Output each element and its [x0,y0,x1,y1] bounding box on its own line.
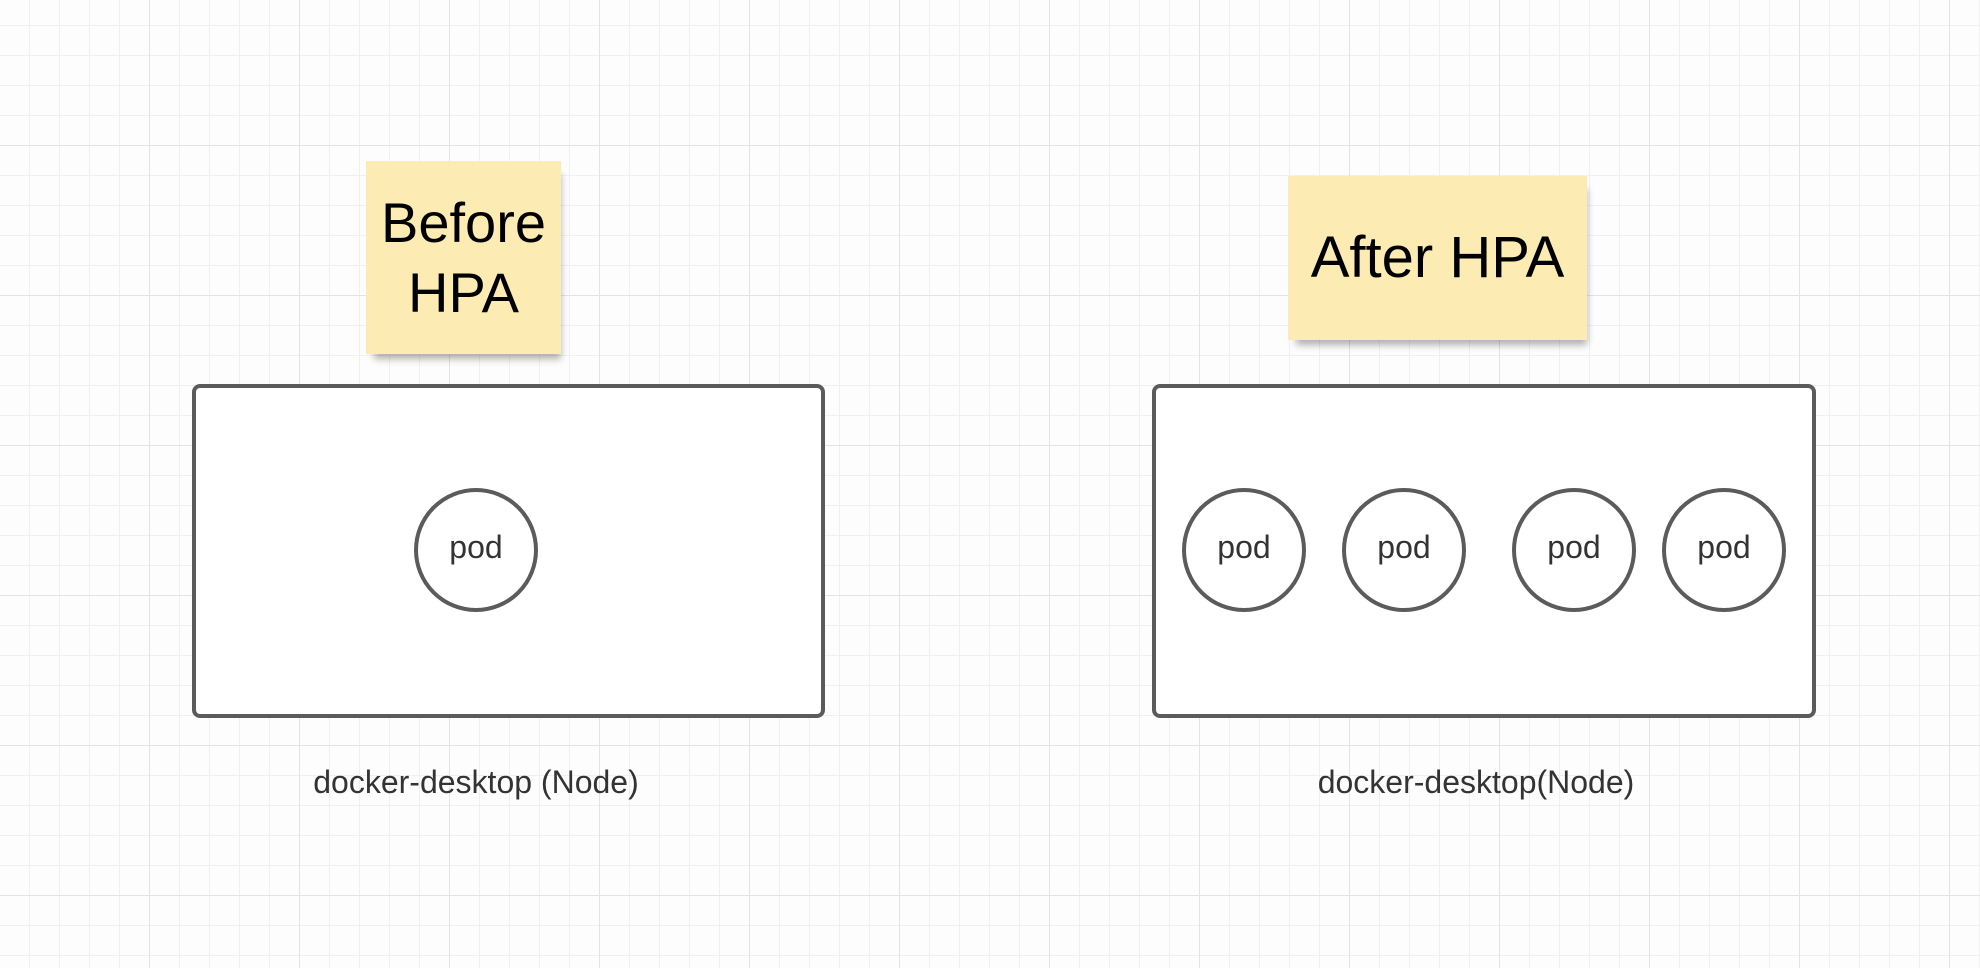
pod-label: pod [1697,528,1751,565]
pod-circle[interactable]: pod [1182,488,1306,612]
sticky-note-after-hpa[interactable]: After HPA [1288,176,1587,340]
node-box-after[interactable]: pod pod pod pod [1152,384,1816,718]
pod-circle[interactable]: pod [414,488,538,612]
sticky-note-before-hpa[interactable]: Before HPA [366,161,561,354]
pod-label: pod [1547,528,1601,565]
pod-circle[interactable]: pod [1662,488,1786,612]
pod-circle[interactable]: pod [1342,488,1466,612]
node-box-before[interactable]: pod [192,384,825,718]
pod-circle[interactable]: pod [1512,488,1636,612]
node-label-before: docker-desktop (Node) [313,764,639,800]
pod-label: pod [449,528,503,565]
pod-label: pod [1217,528,1271,565]
sticky-note-text: Before HPA [381,190,546,324]
sticky-note-text: After HPA [1310,225,1565,290]
node-label-after: docker-desktop(Node) [1317,764,1635,800]
pod-label: pod [1377,528,1431,565]
